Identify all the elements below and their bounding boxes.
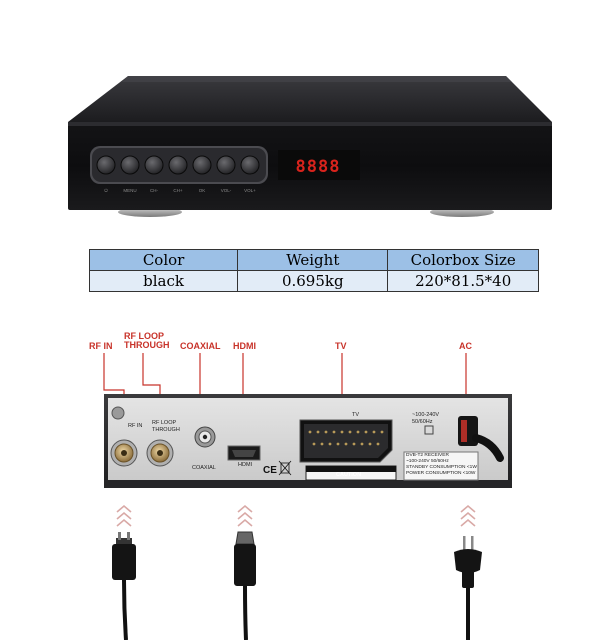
button-label-power: ⏻ xyxy=(104,188,108,193)
spec-value-size: 220*81.5*40 xyxy=(387,270,539,292)
screw xyxy=(111,406,125,420)
rf-coax-plug xyxy=(112,532,136,640)
label-hdmi: HDMI xyxy=(233,341,256,351)
button-label-ch-up: CH+ xyxy=(173,188,182,193)
rf-loop-port[interactable] xyxy=(146,439,174,467)
arrow-up-icon xyxy=(116,504,132,527)
button-label-menu: MENU xyxy=(123,188,136,193)
ce-mark: CE xyxy=(263,465,277,476)
panel-print-rf-in: RF IN xyxy=(128,423,143,429)
arrow-up-icon xyxy=(460,504,476,527)
ok-button[interactable] xyxy=(192,155,212,175)
receiver-top xyxy=(68,76,552,122)
panel-print-hdmi: HDMI xyxy=(238,462,253,468)
receiver-rear-diagram: RF IN RF LOOP THROUGH COAXIAL HDMI TV AC xyxy=(0,320,600,640)
fuse-holder xyxy=(424,425,434,435)
panel-print-rf-loop: RF LOOP THROUGH xyxy=(152,420,180,433)
weee-bin-icon xyxy=(278,460,292,476)
button-label-ch-down: CH- xyxy=(150,188,158,193)
hdmi-port[interactable] xyxy=(227,445,261,461)
spec-header-weight: Weight xyxy=(237,249,389,271)
panel-print-tv: TV xyxy=(352,412,360,418)
label-ac: AC xyxy=(459,341,472,351)
spec-value-weight: 0.695kg xyxy=(237,270,389,292)
button-label-vol-down: VOL- xyxy=(221,188,232,193)
button-label-ok: OK xyxy=(199,188,206,193)
panel-print-coaxial: COAXIAL xyxy=(192,465,216,471)
spec-table: Color Weight Colorbox Size black 0.695kg… xyxy=(88,249,539,292)
rf-in-port[interactable] xyxy=(110,439,138,467)
menu-button[interactable] xyxy=(120,155,140,175)
spec-header-color: Color xyxy=(88,249,239,271)
receiver-front-image: ⏻ MENU CH- CH+ OK VOL- VOL+ 8888 xyxy=(68,76,552,217)
vol-up-button[interactable] xyxy=(240,155,260,175)
panel-print-caution: CAUTION xyxy=(336,472,362,478)
spec-header-size: Colorbox Size xyxy=(387,249,539,271)
spec-value-color: black xyxy=(88,270,239,292)
vol-down-button[interactable] xyxy=(216,155,236,175)
button-label-vol-up: VOL+ xyxy=(244,188,256,193)
coaxial-port[interactable] xyxy=(194,426,216,448)
led-display-window xyxy=(278,150,360,180)
rating-label xyxy=(403,451,479,481)
hdmi-plug xyxy=(234,531,256,640)
panel-print-power-spec: ~100-240V 50/60Hz xyxy=(412,412,440,425)
ch-down-button[interactable] xyxy=(144,155,164,175)
label-rf-in: RF IN xyxy=(89,341,113,351)
ac-power-cord[interactable] xyxy=(458,416,504,462)
spec-value-row: black 0.695kg 220*81.5*40 xyxy=(88,270,539,292)
arrow-up-icon xyxy=(237,504,253,527)
led-display: 8888 xyxy=(296,157,341,177)
label-tv: TV xyxy=(335,341,347,351)
front-buttons xyxy=(96,155,260,175)
power-button[interactable] xyxy=(96,155,116,175)
panel-print-rating: DVB-T2 RECEIVER ~100-240V 50/60Hz STANDB… xyxy=(406,453,477,476)
eu-power-plug xyxy=(454,536,482,640)
spec-header-row: Color Weight Colorbox Size xyxy=(88,249,539,271)
ch-up-button[interactable] xyxy=(168,155,188,175)
scart-tv-port[interactable] xyxy=(299,419,393,463)
label-coaxial: COAXIAL xyxy=(180,341,221,351)
label-rf-loop-through: RF LOOP THROUGH xyxy=(124,331,170,350)
